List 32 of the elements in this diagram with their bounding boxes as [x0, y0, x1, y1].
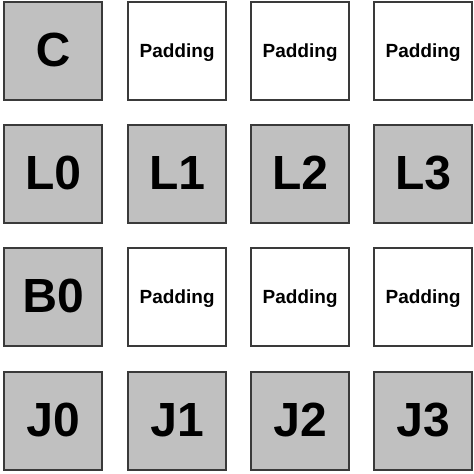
filled-square [250, 371, 350, 471]
filled-square [127, 371, 227, 471]
cell-label: L2 [272, 150, 328, 198]
empty-square [127, 1, 227, 101]
cell-label: B0 [22, 273, 84, 321]
cell-label: Padding [140, 288, 214, 306]
filled-square [373, 124, 473, 224]
filled-square [373, 371, 473, 471]
filled-square [3, 124, 103, 224]
cell-label: L1 [148, 150, 205, 198]
filled-square [127, 124, 227, 224]
empty-square [127, 247, 227, 347]
cell-label: C [36, 27, 70, 75]
cell-label: J3 [396, 397, 450, 445]
cell-label: Padding [262, 288, 338, 306]
filled-square [3, 371, 103, 471]
cell-label: Padding [386, 42, 460, 60]
cell-label: Padding [140, 42, 214, 60]
empty-square [250, 247, 350, 347]
cell-label: J2 [273, 397, 327, 445]
cell-label: L3 [394, 150, 451, 198]
cell-label: Padding [386, 288, 460, 306]
cell-label: L0 [24, 150, 81, 198]
filled-square [250, 124, 350, 224]
empty-square [373, 1, 473, 101]
empty-square [250, 1, 350, 101]
filled-square [3, 1, 103, 101]
cell-label: J0 [26, 397, 80, 445]
filled-square [3, 247, 103, 347]
cell-label: Padding [262, 42, 338, 60]
empty-square [373, 247, 473, 347]
cell-label: J1 [150, 397, 204, 445]
